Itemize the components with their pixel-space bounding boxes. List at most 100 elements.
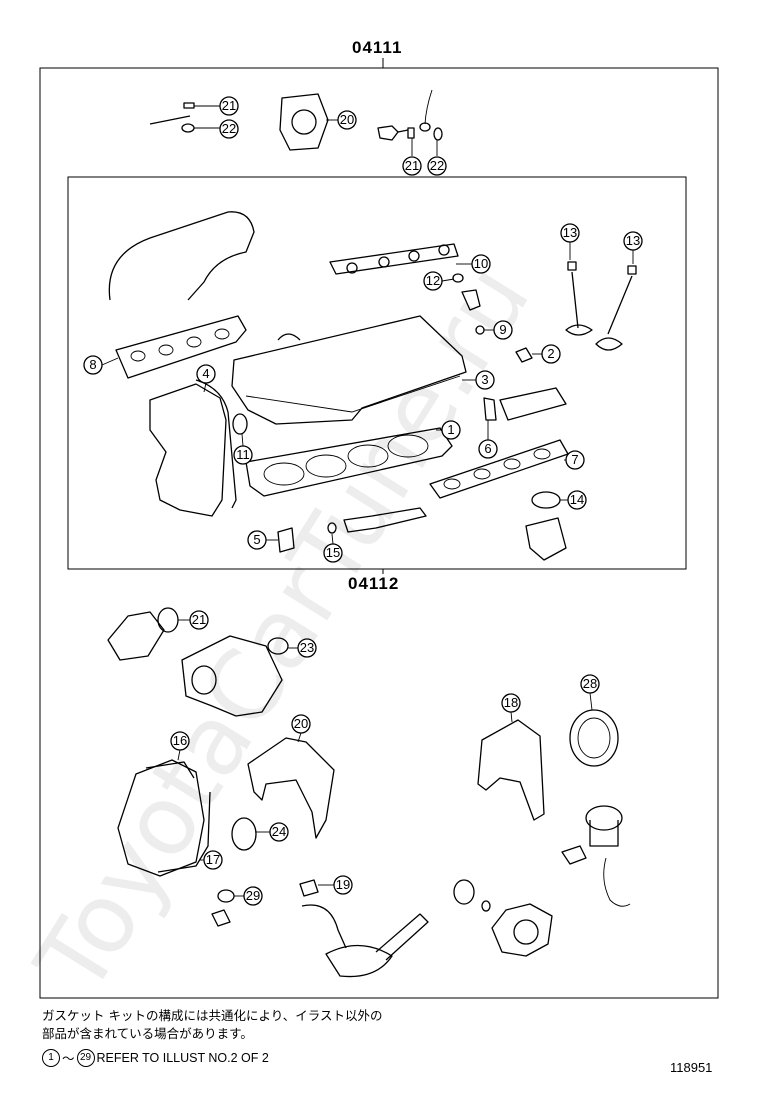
svg-text:8: 8 xyxy=(89,357,96,372)
refer-separator: ～ xyxy=(62,1052,75,1066)
refer-text: REFER TO ILLUST NO.2 OF 2 xyxy=(96,1050,269,1065)
callout-6: 6 xyxy=(478,420,498,459)
svg-text:20: 20 xyxy=(294,716,308,731)
water-pump-part xyxy=(181,635,289,717)
svg-text:5: 5 xyxy=(253,532,260,547)
callout-20: 20 xyxy=(291,714,311,743)
rear-seal-28-part xyxy=(569,709,619,767)
callout-17: 17 xyxy=(200,850,223,870)
callout-24-top-right: 22 xyxy=(427,140,447,176)
kit-note-line-1: ガスケット キットの構成には共通化により、イラスト以外の xyxy=(42,1008,383,1023)
svg-text:14: 14 xyxy=(570,492,584,507)
svg-text:21: 21 xyxy=(222,98,236,113)
svg-text:9: 9 xyxy=(499,322,506,337)
callout-7: 7 xyxy=(564,450,585,470)
callout-14: 14 xyxy=(560,490,587,510)
callout-27: 24 xyxy=(256,822,289,842)
callout-12: 12 xyxy=(423,271,455,291)
oil-pipe-part xyxy=(327,507,427,534)
svg-text:6: 6 xyxy=(484,441,491,456)
clip-part-left xyxy=(149,102,195,133)
callout-8: 8 xyxy=(83,355,119,375)
plug-29-part xyxy=(211,889,235,927)
small-ring-part xyxy=(481,900,491,912)
intake-manifold-part xyxy=(108,211,255,379)
callout-9: 9 xyxy=(484,320,513,340)
callout-2: 2 xyxy=(532,344,561,364)
callout-21: 21 21 xyxy=(178,610,209,630)
timing-cover-part xyxy=(149,379,237,517)
oil-pump-ring-part xyxy=(453,879,475,905)
callout-15: 15 xyxy=(323,533,343,563)
gasket-22-part xyxy=(279,93,329,151)
refer-from-number: 1 xyxy=(42,1048,60,1067)
oil-seal-11-part xyxy=(232,413,248,435)
thermostat-housing-part xyxy=(107,607,179,661)
svg-text:13: 13 xyxy=(563,225,577,240)
svg-text:10: 10 xyxy=(474,256,488,271)
kit-label-inner: 04112 xyxy=(348,574,399,593)
svg-text:11: 11 xyxy=(236,447,250,462)
callout-19: 19 xyxy=(318,875,353,895)
kit-frame-inner xyxy=(67,176,687,570)
callout-4: 4 xyxy=(196,364,216,393)
exhaust-ring-part xyxy=(525,491,567,561)
svg-text:24: 24 xyxy=(272,824,286,839)
head-gasket-part xyxy=(245,427,453,497)
callout-22: 20 xyxy=(326,110,357,130)
small-gasket-5-part xyxy=(277,527,295,553)
drawing-number: 118951 xyxy=(670,1060,713,1075)
valves-part xyxy=(565,261,637,351)
callout-10: 10 xyxy=(456,254,491,274)
svg-text:1: 1 xyxy=(447,422,454,437)
callout-23-top-left: 21 xyxy=(194,96,239,116)
svg-text:21: 21 xyxy=(405,158,419,173)
callout-28: 28 xyxy=(580,674,600,711)
svg-text:16: 16 xyxy=(173,733,187,748)
refer-to-number: 29 xyxy=(76,1048,95,1067)
kit-note-line-2: 部品が含まれている場合があります。 xyxy=(42,1026,253,1041)
callout-24-top-left: 22 xyxy=(194,119,239,139)
callout-3: 3 xyxy=(462,370,495,390)
svg-text:17: 17 xyxy=(206,852,220,867)
oil-pump-part xyxy=(491,903,553,957)
callout-13-left: 13 xyxy=(560,223,580,260)
svg-text:22: 22 xyxy=(430,158,444,173)
callout-21-text: 21 xyxy=(192,612,206,627)
callout-16: 16 xyxy=(170,731,190,761)
svg-text:22: 22 xyxy=(222,121,236,136)
svg-text:19: 19 xyxy=(336,877,350,892)
svg-text:7: 7 xyxy=(571,452,578,467)
oil-strainer-part xyxy=(299,879,429,978)
svg-text:12: 12 xyxy=(426,273,440,288)
svg-text:28: 28 xyxy=(583,676,597,691)
callout-29: 29 xyxy=(234,886,263,906)
kit-label-outer: 04111 xyxy=(352,38,402,57)
svg-text:4: 4 xyxy=(202,366,209,381)
callout-1: 1 xyxy=(436,420,461,440)
rear-cover-18-part xyxy=(477,719,545,821)
valve-cover-part xyxy=(231,315,467,425)
callout-5: 5 xyxy=(247,530,278,550)
callout-11: 11 xyxy=(233,433,253,465)
sensor-part xyxy=(377,89,443,141)
egr-valve-part xyxy=(561,805,631,907)
callout-26: 23 xyxy=(288,638,317,658)
lower-timing-cover-part xyxy=(117,759,211,877)
oil-seal-27-part xyxy=(231,817,257,851)
kit-frame-outer xyxy=(39,67,719,999)
callout-18: 18 xyxy=(501,693,521,723)
svg-text:23: 23 xyxy=(300,640,314,655)
svg-text:13: 13 xyxy=(626,233,640,248)
svg-text:15: 15 xyxy=(326,545,340,560)
callout-13-right: 13 xyxy=(623,231,643,264)
callout-23-top-right: 21 xyxy=(402,138,422,176)
svg-text:2: 2 xyxy=(547,346,554,361)
refer-note: 1 ～ 29 REFER TO ILLUST NO.2 OF 2 xyxy=(42,1048,269,1067)
svg-text:3: 3 xyxy=(481,372,488,387)
svg-text:20: 20 xyxy=(340,112,354,127)
timing-gasket-20-part xyxy=(247,737,335,839)
svg-text:29: 29 xyxy=(246,888,260,903)
svg-text:18: 18 xyxy=(504,695,518,710)
